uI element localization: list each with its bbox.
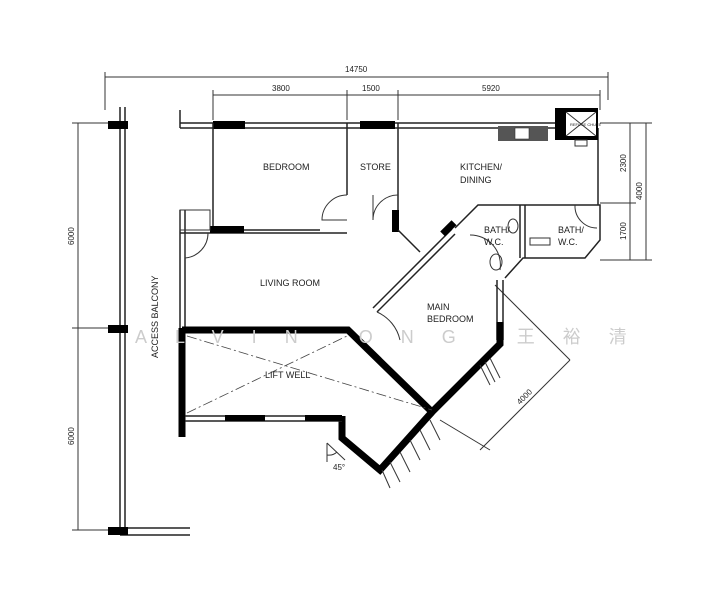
room-bedroom: BEDROOM bbox=[263, 162, 310, 172]
room-store: STORE bbox=[360, 162, 391, 172]
dim-overall: 14750 bbox=[345, 65, 368, 74]
lift-well-cross bbox=[186, 335, 433, 414]
refuse-chute-label: REFUSE CHUTE bbox=[570, 122, 601, 127]
dim-diagonal: 4000 bbox=[515, 387, 534, 406]
room-living: LIVING ROOM bbox=[260, 278, 320, 288]
room-main-bedroom-2: BEDROOM bbox=[427, 314, 474, 324]
dim-right-total: 4000 bbox=[635, 182, 644, 200]
room-lift-well: LIFT WELL bbox=[265, 370, 310, 380]
room-bath1-2: W.C. bbox=[484, 237, 504, 247]
room-kitchen-1: KITCHEN/ bbox=[460, 162, 503, 172]
access-balcony-label: ACCESS BALCONY bbox=[150, 275, 160, 358]
doors bbox=[179, 194, 598, 341]
dim-left-upper: 6000 bbox=[67, 227, 76, 245]
room-kitchen-2: DINING bbox=[460, 175, 492, 185]
dimension-lines bbox=[72, 72, 652, 531]
room-bath2-2: W.C. bbox=[558, 237, 578, 247]
angle-label: 45° bbox=[333, 463, 345, 472]
walls bbox=[178, 110, 601, 475]
room-bath1-1: BATH/ bbox=[484, 225, 510, 235]
room-main-bedroom-1: MAIN bbox=[427, 302, 450, 312]
ledge-hatching bbox=[381, 357, 501, 489]
dim-bedroom: 3800 bbox=[272, 84, 290, 93]
watermark: ALVIN ONG 王裕清 bbox=[135, 327, 655, 347]
dim-right-lower: 1700 bbox=[619, 222, 628, 240]
access-balcony bbox=[108, 107, 190, 536]
dim-right-upper: 2300 bbox=[619, 154, 628, 172]
dim-kitchen: 5920 bbox=[482, 84, 500, 93]
room-bath2-1: BATH/ bbox=[558, 225, 584, 235]
angle-marker bbox=[326, 442, 346, 462]
dim-left-lower: 6000 bbox=[67, 427, 76, 445]
fixtures bbox=[489, 108, 598, 271]
dim-store: 1500 bbox=[362, 84, 380, 93]
